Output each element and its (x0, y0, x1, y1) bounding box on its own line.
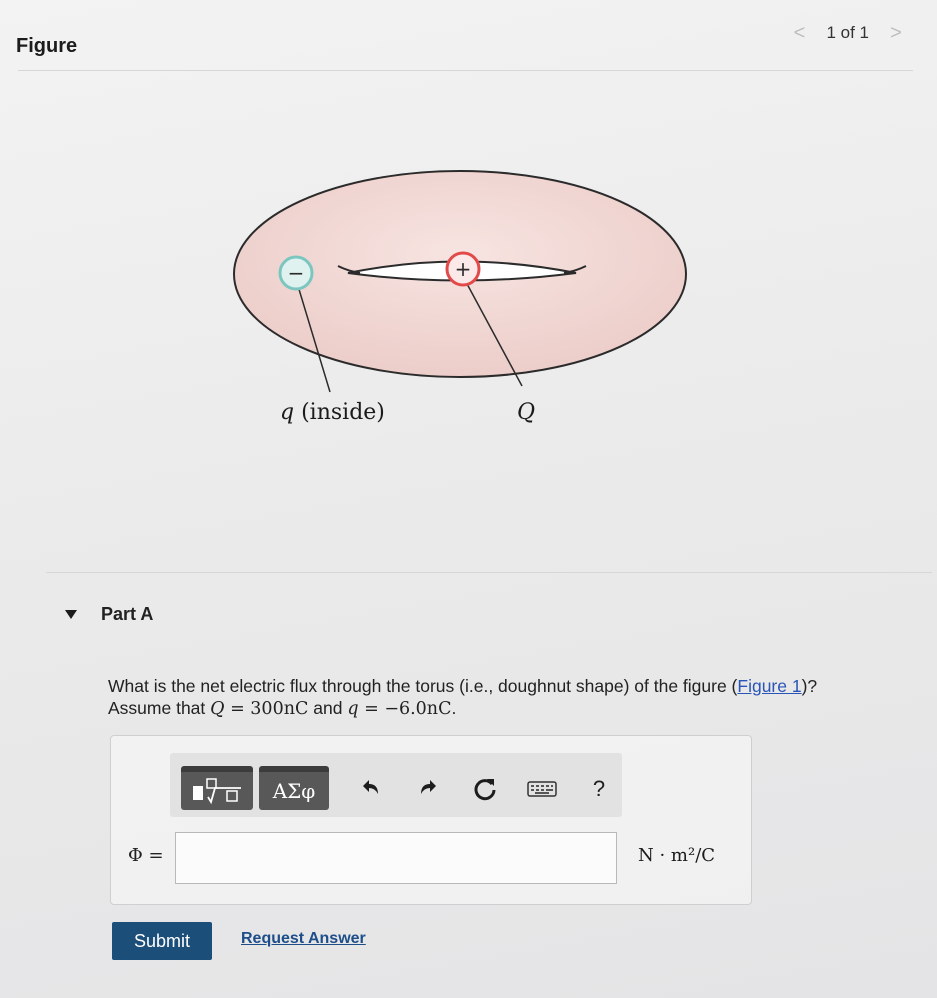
reset-icon[interactable] (470, 774, 500, 804)
keyboard-icon[interactable] (527, 774, 557, 804)
positive-charge (445, 251, 481, 287)
part-a-header[interactable]: Part A (65, 604, 153, 625)
torus-drawing: − + (233, 170, 687, 393)
templates-icon (193, 778, 241, 805)
request-answer-link[interactable]: Request Answer (241, 930, 366, 947)
help-button[interactable]: ? (592, 776, 606, 801)
answer-variable-label: Φ = (128, 845, 164, 866)
negative-charge-sign: − (288, 261, 305, 285)
q-inside-label: q (inside) (280, 400, 385, 425)
positive-charge-sign: + (455, 257, 472, 281)
templates-button[interactable] (181, 766, 253, 810)
question-text: What is the net electric flux through th… (108, 676, 818, 719)
redo-icon[interactable] (413, 774, 443, 804)
header-divider (18, 70, 913, 71)
figure-pager: < 1 of 1 > (786, 20, 909, 46)
torus-figure: − + (230, 170, 710, 440)
figure-title: Figure (16, 35, 78, 57)
collapse-caret-icon[interactable] (65, 610, 77, 619)
part-a-title: Part A (101, 604, 154, 624)
figure-count: 1 of 1 (826, 23, 869, 42)
greek-symbols-button[interactable]: ΑΣφ (259, 766, 329, 810)
negative-charge (278, 255, 314, 291)
answer-units: N · m²/C (638, 845, 716, 866)
Q-leader-line (465, 281, 523, 387)
q-leader-line (297, 285, 331, 393)
undo-icon[interactable] (356, 774, 386, 804)
Q-label: Q (517, 400, 536, 425)
submit-button[interactable]: Submit (112, 922, 212, 960)
answer-input[interactable] (175, 832, 617, 884)
figure-divider (46, 572, 932, 573)
prev-figure-button[interactable]: < (793, 21, 806, 44)
next-figure-button[interactable]: > (890, 21, 902, 44)
figure-link[interactable]: Figure 1 (737, 676, 802, 696)
